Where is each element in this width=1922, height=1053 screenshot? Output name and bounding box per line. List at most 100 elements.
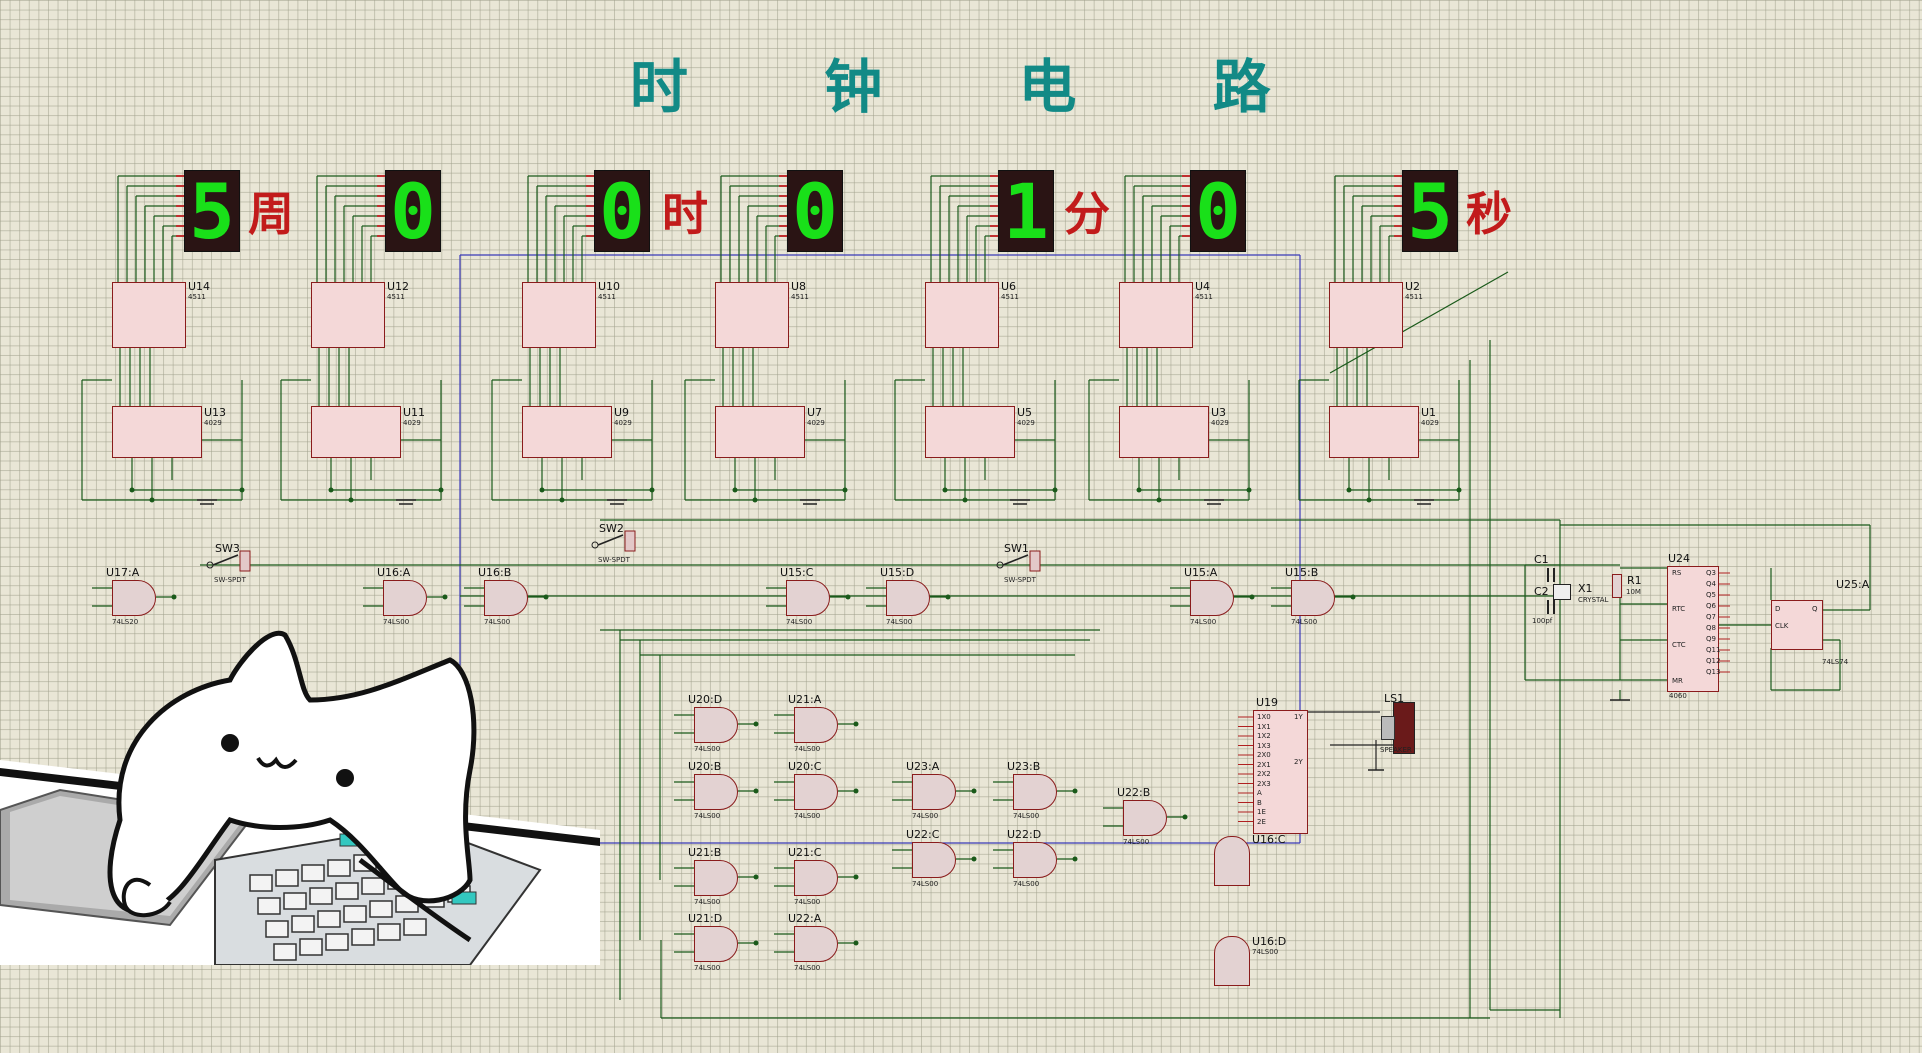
decoder-type: 4511	[1195, 293, 1213, 301]
decoder-chip[interactable]	[522, 282, 596, 348]
decoder-chip[interactable]	[925, 282, 999, 348]
mux-pin-label: 1X3	[1257, 741, 1271, 750]
circuit-title: 时 钟 电 路	[630, 53, 1329, 121]
gate-label: U20:D	[688, 693, 723, 706]
logic-gate[interactable]	[912, 774, 956, 810]
gate-u16c-label: U16:C	[1252, 833, 1286, 846]
display-digit: 5	[189, 167, 235, 256]
logic-gate[interactable]	[1190, 580, 1234, 616]
capacitor-c2-icon	[1547, 600, 1555, 614]
gate-type: 74LS00	[1013, 880, 1040, 888]
counter-chip[interactable]	[522, 406, 612, 458]
divider-output-label: Q7	[1706, 613, 1716, 621]
logic-gate[interactable]	[794, 707, 838, 743]
counter-chip[interactable]	[1119, 406, 1209, 458]
logic-gate[interactable]	[694, 860, 738, 896]
mux-u19[interactable]	[1253, 710, 1308, 834]
counter-label: U7	[807, 406, 823, 419]
counter-chip[interactable]	[925, 406, 1015, 458]
gate-type: 74LS00	[1123, 838, 1150, 846]
gate-u16d-label: U16:D	[1252, 935, 1287, 948]
gate-type: 74LS00	[694, 812, 721, 820]
mux-pin-label: 1X1	[1257, 722, 1271, 731]
counter-type: 4029	[1211, 419, 1229, 427]
display-unit-label: 时	[662, 187, 708, 241]
capacitor-c1-label: C1	[1534, 553, 1549, 566]
gate-type: 74LS00	[794, 898, 821, 906]
counter-type: 4029	[1421, 419, 1439, 427]
logic-gate[interactable]	[794, 860, 838, 896]
logic-gate[interactable]	[1291, 580, 1335, 616]
gate-u16d[interactable]	[1214, 936, 1250, 986]
logic-gate[interactable]	[1013, 842, 1057, 878]
divider-u24[interactable]	[1667, 566, 1719, 692]
flipflop-u25a[interactable]	[1771, 600, 1823, 650]
decoder-type: 4511	[791, 293, 809, 301]
counter-type: 4029	[204, 419, 222, 427]
mux-u19-label: U19	[1256, 696, 1279, 709]
divider-output-label: Q5	[1706, 591, 1716, 599]
counter-chip[interactable]	[1329, 406, 1419, 458]
gate-u16c[interactable]	[1214, 836, 1250, 886]
decoder-chip[interactable]	[311, 282, 385, 348]
gate-type: 74LS00	[794, 745, 821, 753]
gate-label: U21:C	[788, 846, 822, 859]
seven-segment-display: 0	[385, 167, 441, 256]
logic-gate[interactable]	[794, 926, 838, 962]
counter-chip[interactable]	[311, 406, 401, 458]
mux-pin-label: B	[1257, 798, 1262, 807]
logic-gate[interactable]	[886, 580, 930, 616]
gate-type: 74LS00	[484, 618, 511, 626]
gate-label: U20:B	[688, 760, 722, 773]
seven-segment-display: 0	[594, 167, 650, 256]
mux-pin-label: 1E	[1257, 808, 1266, 816]
logic-gate[interactable]	[1123, 800, 1167, 836]
counter-chip[interactable]	[715, 406, 805, 458]
display-unit-label: 周	[248, 187, 294, 241]
divider-output-label: Q9	[1706, 635, 1716, 643]
gate-type: 74LS00	[694, 745, 721, 753]
logic-gate[interactable]	[694, 926, 738, 962]
divider-output-label: Q6	[1706, 602, 1716, 610]
logic-gate[interactable]	[694, 707, 738, 743]
divider-pin-label: RS	[1672, 569, 1682, 577]
switch-sw2-label: SW2	[599, 522, 624, 535]
decoder-chip[interactable]	[112, 282, 186, 348]
logic-gate[interactable]	[484, 580, 528, 616]
display-digit: 0	[390, 167, 436, 256]
logic-gate[interactable]	[112, 580, 156, 616]
counter-label: U3	[1211, 406, 1227, 419]
divider-output-label: Q3	[1706, 569, 1716, 577]
gate-type: 74LS00	[1190, 618, 1217, 626]
counter-chip[interactable]	[112, 406, 202, 458]
decoder-label: U4	[1195, 280, 1211, 293]
decoder-label: U14	[188, 280, 211, 293]
switch-sw3-label: SW3	[215, 542, 240, 555]
gate-type: 74LS20	[112, 618, 139, 626]
divider-type: 4060	[1669, 692, 1687, 700]
decoder-label: U6	[1001, 280, 1017, 293]
logic-gate[interactable]	[383, 580, 427, 616]
gate-label: U15:B	[1285, 566, 1319, 579]
logic-gate[interactable]	[912, 842, 956, 878]
logic-gate[interactable]	[1013, 774, 1057, 810]
logic-gate[interactable]	[794, 774, 838, 810]
gate-label: U22:C	[906, 828, 940, 841]
speaker-label: LS1	[1384, 692, 1405, 705]
display-digit: 5	[1407, 167, 1453, 256]
logic-gate[interactable]	[786, 580, 830, 616]
mux-pin-label: 2X0	[1257, 751, 1271, 759]
gate-label: U16:A	[377, 566, 411, 579]
decoder-chip[interactable]	[715, 282, 789, 348]
gate-type: 74LS00	[383, 618, 410, 626]
divider-output-label: Q12	[1706, 657, 1721, 665]
speaker-type: SPEAKER	[1380, 746, 1412, 754]
flipflop-type: 74LS74	[1822, 658, 1849, 666]
display-digit: 0	[599, 167, 645, 256]
logic-gate[interactable]	[694, 774, 738, 810]
decoder-chip[interactable]	[1119, 282, 1193, 348]
decoder-type: 4511	[1405, 293, 1423, 301]
speaker-cone-icon	[1381, 716, 1395, 740]
decoder-chip[interactable]	[1329, 282, 1403, 348]
